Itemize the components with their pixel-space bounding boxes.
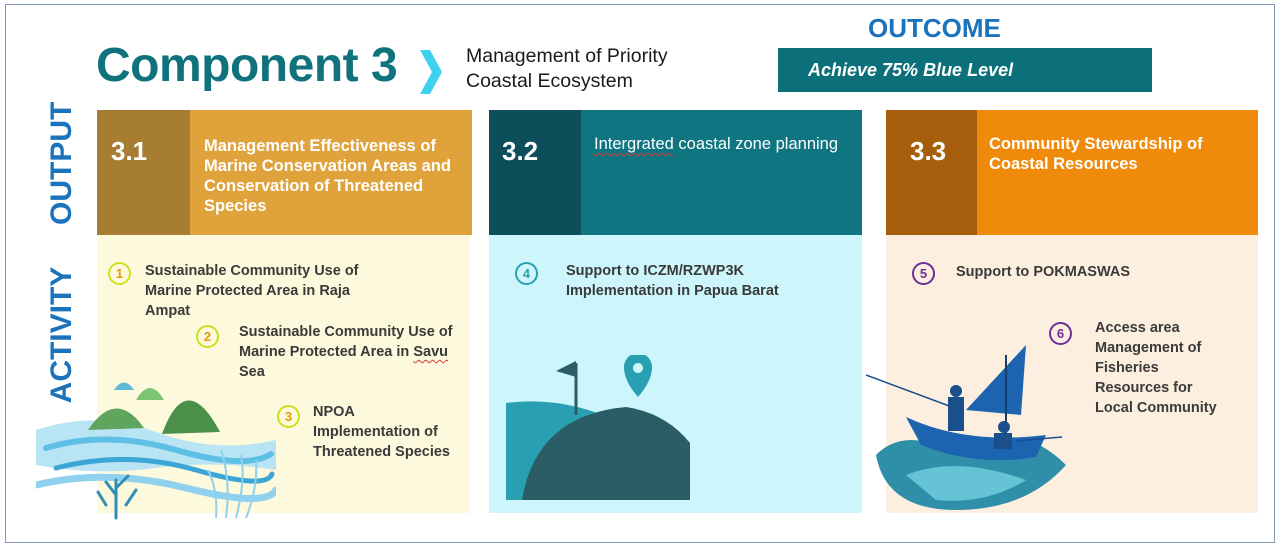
outcome-label: OUTCOME: [868, 13, 1001, 43]
output-3-3-header: 3.3 Community Stewardship of Coastal Res…: [886, 110, 1258, 235]
activity-6-text: Access area Management of Fisheries Reso…: [1095, 320, 1217, 416]
chevron-right-icon: [420, 50, 442, 94]
marine-landscape-illustration: [36, 382, 276, 520]
activity-badge-5: 5: [912, 262, 935, 285]
activity-badge-3: 3: [277, 405, 300, 428]
activity-badge-6: 6: [1049, 322, 1072, 345]
subtitle-line-1: Management of Priority: [466, 45, 668, 67]
activity-2-text-part1: Sustainable Community Use of Marine Prot…: [239, 324, 453, 360]
output-side-label: OUTPUT: [45, 101, 78, 225]
activity-badge-4: 4: [515, 262, 538, 285]
output-title-rest: coastal zone planning: [673, 135, 839, 153]
activity-badge-1: 1: [108, 262, 131, 285]
fishing-boat-illustration: [866, 345, 1066, 510]
output-number: 3.2: [489, 110, 581, 235]
subtitle-line-2: Coastal Ecosystem: [466, 70, 633, 92]
coastal-zone-illustration: [506, 355, 690, 500]
outcome-text: Achieve 75% Blue Level: [808, 60, 1014, 80]
activity-2-text: Sustainable Community Use of Marine Prot…: [239, 322, 454, 382]
output-number: 3.1: [97, 110, 190, 235]
component-subtitle: Management of Priority Coastal Ecosystem: [466, 44, 668, 94]
activity-1-text: Sustainable Community Use of Marine Prot…: [145, 263, 359, 319]
output-title-misspelled: Intergrated: [594, 135, 674, 153]
output-number: 3.3: [886, 110, 977, 235]
diagram-frame: [5, 4, 1275, 543]
activity-2-text-misspelled: Savu: [413, 344, 448, 360]
output-title: Intergrated coastal zone planning: [581, 110, 862, 235]
activity-5-text: Support to POKMASWAS: [956, 264, 1130, 280]
outcome-box: Achieve 75% Blue Level: [778, 48, 1152, 92]
activity-4-text: Support to ICZM/RZWP3K Implementation in…: [566, 263, 779, 299]
output-title: Community Stewardship of Coastal Resourc…: [977, 110, 1258, 235]
output-title: Management Effectiveness of Marine Conse…: [190, 110, 472, 235]
activity-3-text: NPOA Implementation of Threatened Specie…: [313, 404, 450, 460]
output-3-2-header: 3.2 Intergrated coastal zone planning: [489, 110, 862, 235]
activity-2-text-part3: Sea: [239, 364, 265, 380]
component-title: Component 3: [96, 39, 398, 92]
activity-badge-2: 2: [196, 325, 219, 348]
output-3-1-header: 3.1 Management Effectiveness of Marine C…: [97, 110, 472, 235]
